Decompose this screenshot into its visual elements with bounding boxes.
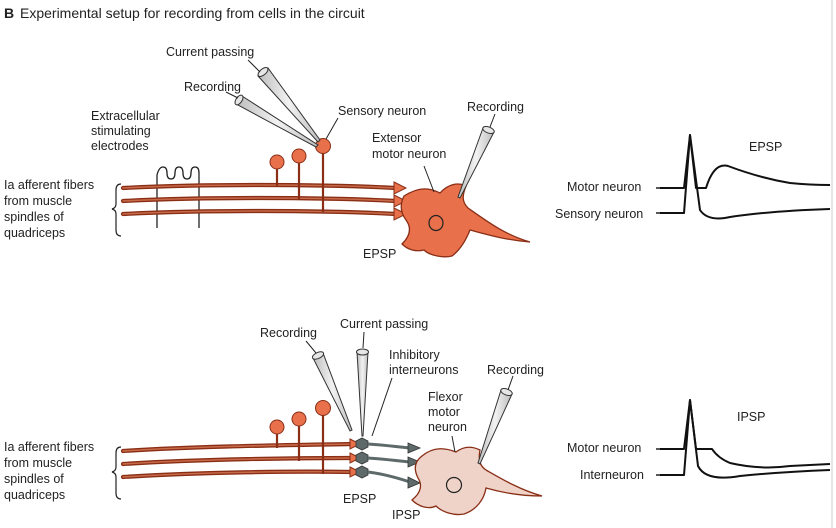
bottom-trace-inter-label: Interneuron [580,468,644,482]
top-current-leader [247,59,261,73]
top-pipette-right [457,126,495,199]
epsp-traces [656,134,831,220]
flexor-leader [451,435,456,453]
top-rec-right-leader [489,113,496,128]
top-recording-right-label: Recording [467,100,524,114]
top-trace-sensory-label: Sensory neuron [555,207,643,221]
inhib-leader [371,377,393,437]
top-fiber-label: Ia afferent fibers from muscle spindles … [4,178,98,240]
bottom-ipsp-label: IPSP [392,508,421,522]
bottom-panel: Ia afferent fibers from muscle spindles … [4,317,831,522]
extensor-motor-neuron [400,183,531,258]
stim-electrode-label: Extracellular stimulating electrodes [91,109,163,153]
extensor-label: Extensor motor neuron [372,131,446,161]
sensory-neuron-leader [325,117,339,140]
bottom-trace-title: IPSP [737,410,766,424]
bottom-rec-left-leader [305,340,317,354]
sensory-cell-bodies [269,138,331,212]
figure-title: Experimental setup for recording from ce… [20,5,365,21]
bottom-fiber-label: Ia afferent fibers from muscle spindles … [4,440,98,502]
flexor-label: Flexor motor neuron [428,390,467,434]
bottom-afferent-fibers [120,438,362,480]
bottom-recording-left-label: Recording [260,326,317,340]
bottom-epsp-label: EPSP [343,492,376,506]
bottom-current-label: Current passing [340,317,428,331]
inhibitory-interneurons [355,437,422,489]
bottom-pipette-current [356,348,369,437]
bottom-sensory-cell-bodies [269,400,331,474]
top-current-label: Current passing [166,45,254,59]
sensory-neuron-label: Sensory neuron [338,104,426,118]
bottom-pipette-recording [311,351,353,432]
top-fiber-brace [111,183,122,237]
top-afferent-fibers [120,181,408,221]
bottom-trace-motor-label: Motor neuron [567,441,641,455]
bottom-fiber-brace [111,446,122,500]
top-trace-motor-label: Motor neuron [567,180,641,194]
top-trace-title: EPSP [749,140,782,154]
inhib-label: Inhibitory interneurons [389,348,459,377]
top-panel: Ia afferent fibers from muscle spindles … [4,45,831,261]
extensor-leader [423,165,435,193]
top-epsp-label: EPSP [363,247,396,261]
bottom-pipette-right [477,388,513,465]
top-pipette-recording [234,94,319,148]
flexor-motor-neuron [411,446,543,516]
bottom-recording-right-label: Recording [487,363,544,377]
top-pipette-current [257,67,321,143]
bottom-rec-right-leader [507,375,514,391]
ipsp-traces [656,399,831,479]
figure-letter: B [4,5,14,21]
top-recording-leader [225,91,239,99]
top-recording-left-label: Recording [184,80,241,94]
bottom-current-leader [362,331,365,349]
